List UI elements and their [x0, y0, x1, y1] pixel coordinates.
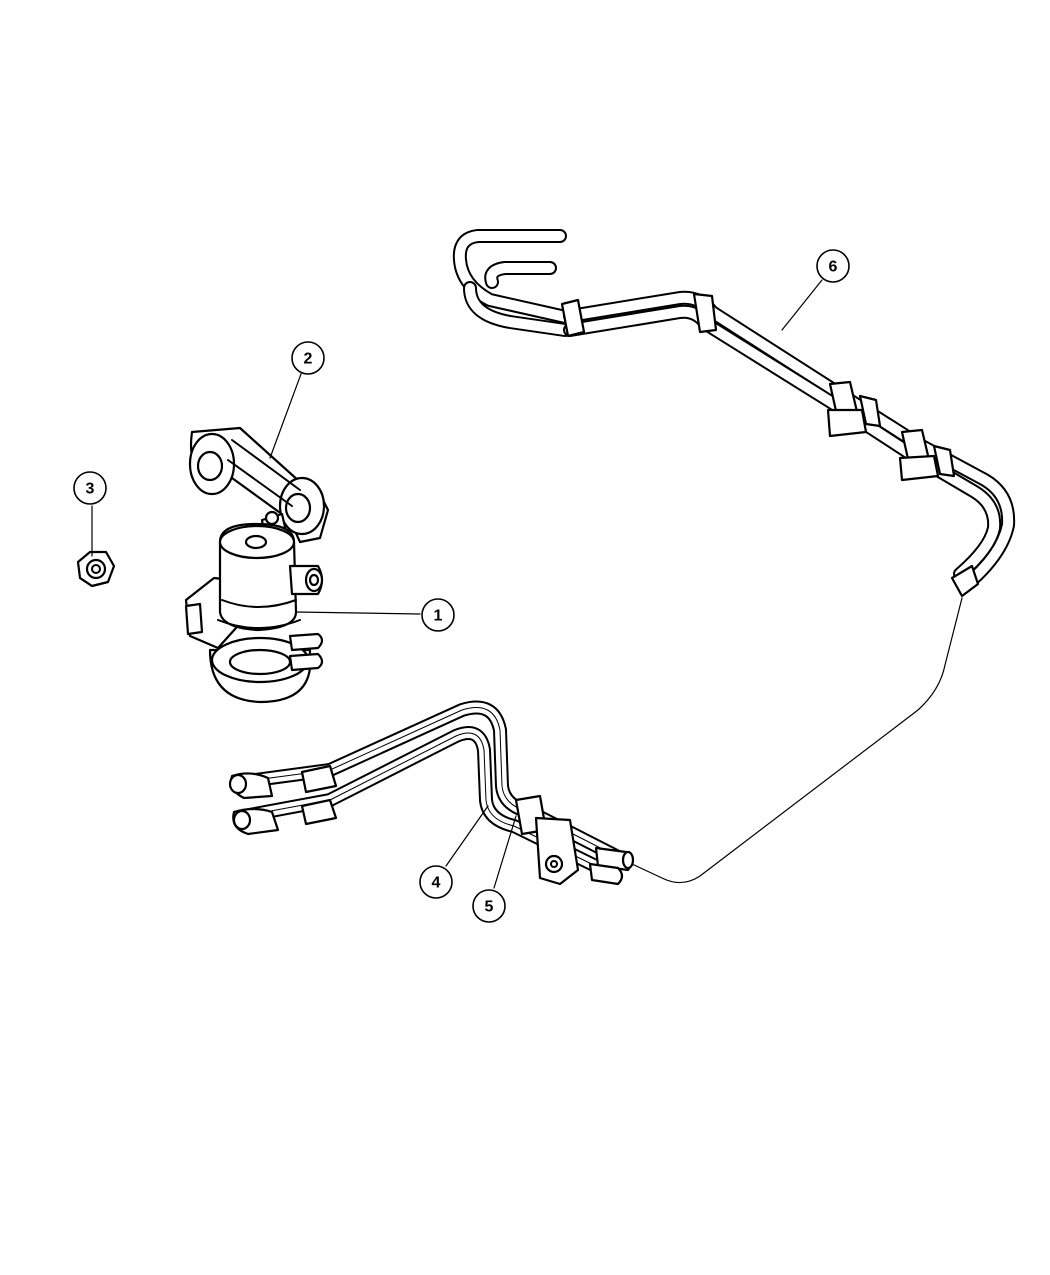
callout-circle [419, 865, 453, 899]
hose-assembly-4-5 [228, 700, 635, 886]
callout-label: 6 [829, 259, 838, 276]
leader-lines [91, 279, 823, 889]
callout-2: 2 [291, 341, 325, 375]
callout-6: 6 [816, 249, 850, 283]
callout-circle [472, 889, 506, 923]
callout-label: 1 [434, 608, 443, 625]
callout-3: 3 [73, 471, 107, 505]
routing-line [631, 597, 963, 884]
callout-5: 5 [472, 889, 506, 923]
leader-2 [269, 373, 302, 459]
hose-assembly-6 [452, 229, 1016, 598]
callout-label: 2 [304, 351, 313, 368]
callout-4: 4 [419, 865, 453, 899]
callout-label: 3 [86, 481, 95, 498]
solenoid-valve-1 [184, 522, 324, 704]
callout-1: 1 [421, 598, 455, 632]
callout-label: 5 [485, 899, 494, 916]
callout-circle [291, 341, 325, 375]
callout-circle [816, 249, 850, 283]
callout-circle [421, 598, 455, 632]
callout-circle [73, 471, 107, 505]
leader-1 [295, 611, 421, 615]
callout-label: 4 [432, 875, 441, 892]
leader-4 [445, 805, 489, 867]
leader-6 [781, 279, 823, 331]
nut-3 [76, 550, 116, 588]
leader-5 [493, 815, 517, 889]
